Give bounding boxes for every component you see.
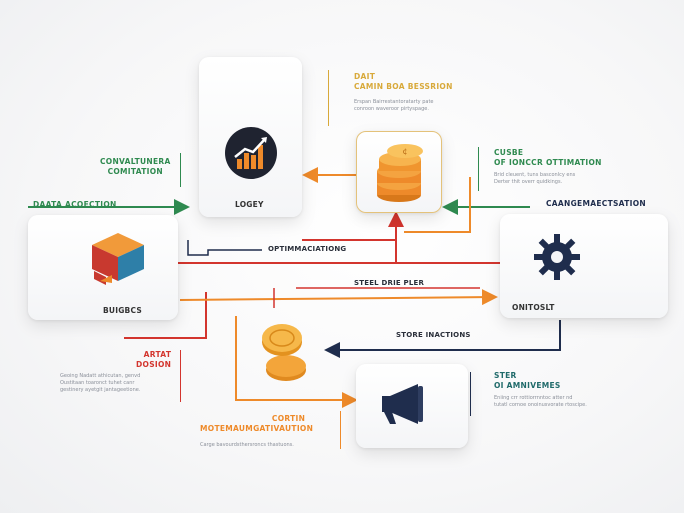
svg-text:¢: ¢ <box>402 147 407 156</box>
heading-artat: ARTAT DOSION <box>136 350 172 369</box>
flow-orange-down <box>235 316 358 408</box>
heading-cangemaectsation: CAANGEMAECTSATION <box>546 199 646 208</box>
flow-orange-right-down <box>404 177 471 233</box>
body-dait: Erspan Bairrestantoratarty pate conroon … <box>354 99 434 112</box>
body-artat: Geoing Nadatt athicutan, genvd Oustitaan… <box>60 373 141 393</box>
card-megaphone[interactable] <box>356 364 468 448</box>
flow-label-optimization: OPTIMMACIATIONG <box>268 245 347 253</box>
divider-top-right <box>328 70 329 126</box>
card-coin-stack[interactable]: ¢ <box>356 131 442 213</box>
divider-left-mid <box>180 350 181 402</box>
heading-dait: DAIT CAMIN BOA BESSRION <box>354 72 453 91</box>
heading-ster: STER OI AMNIVEMES <box>494 371 561 390</box>
heading-cusbe: CUSBE OF IONCCR OTTIMATION <box>494 148 602 167</box>
heading-comitation: CONVALTUNERA COMITATION <box>100 157 171 176</box>
card-label-onitoslt: ONITOSLT <box>512 303 555 312</box>
flow-orange-steel <box>179 289 498 306</box>
coin-stack-icon: ¢ <box>377 144 423 202</box>
flow-red-up <box>302 211 404 241</box>
body-ster: Eniing crr rottiorrnntoc atter nd tutatl… <box>494 395 587 408</box>
card-onitoslt[interactable]: ONITOSLT <box>500 214 668 318</box>
coin-pair-icon <box>262 324 306 381</box>
card-logey[interactable]: LOGEY <box>199 57 302 217</box>
card-label-logey: LOGEY <box>235 200 264 209</box>
cube-icon <box>92 233 144 285</box>
card-label-buigbcs: BUIGBCS <box>103 306 142 315</box>
divider-left-top <box>180 153 181 187</box>
heading-cortin: CORTIN MOTEMAUMGATIVAUTION <box>200 414 314 433</box>
growth-chart-icon <box>225 127 277 179</box>
flow-red-right <box>395 240 526 271</box>
megaphone-icon <box>382 384 423 424</box>
flow-navy-store <box>324 320 561 358</box>
divider-right-top <box>478 147 479 191</box>
body-cortin: Carge bavourdsthersroncs thastuons. <box>200 442 294 448</box>
divider-right-bottom <box>470 372 471 416</box>
divider-bottom-center <box>340 411 341 449</box>
gear-icon <box>534 234 580 280</box>
flow-navy-optimization <box>187 240 262 256</box>
flow-label-store: STORE INACTIONS <box>396 331 471 339</box>
body-cusbe: Brid cleuent, tuns basconlcy ens Derter … <box>494 172 576 185</box>
heading-data-acquisition: DAATA ACQECTION <box>33 200 117 209</box>
flow-label-steel: STEEL DRIE PLER <box>354 279 425 287</box>
flow-red-down <box>124 292 207 339</box>
card-buigbcs[interactable]: BUIGBCS <box>28 215 178 320</box>
